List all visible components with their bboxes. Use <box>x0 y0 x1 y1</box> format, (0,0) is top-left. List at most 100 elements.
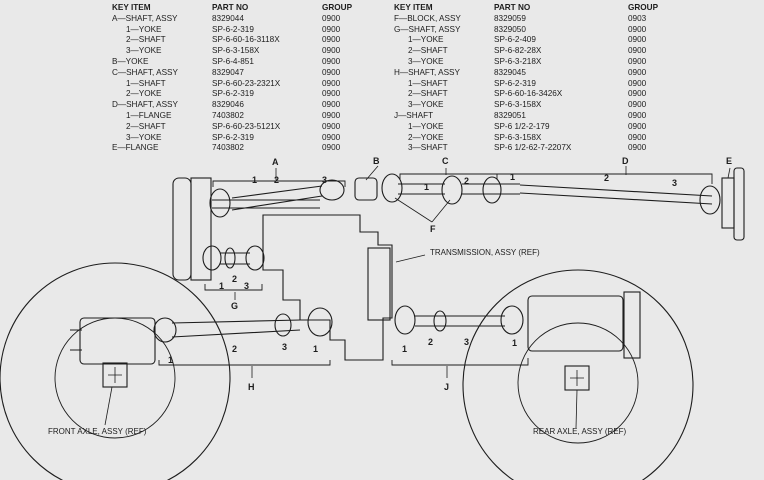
row-part-no: SP-6-2-319 <box>212 24 254 34</box>
callout-num: 3 <box>282 342 287 352</box>
row-part-no: SP-6-2-409 <box>494 35 536 45</box>
callout-num: 1 <box>402 344 407 354</box>
callout-num: 1 <box>313 344 318 354</box>
callout-num: 3 <box>322 175 327 185</box>
callout-A: A <box>272 157 279 167</box>
callout-num: 3 <box>672 178 677 188</box>
row-group: 0900 <box>322 35 341 45</box>
row-item: C—SHAFT, ASSY <box>112 67 178 77</box>
row-item: 1—YOKE <box>408 121 444 131</box>
callout-num: 2 <box>232 344 237 354</box>
row-part-no: 8329045 <box>494 67 526 77</box>
rear-wheel-outline <box>462 269 694 480</box>
row-group: 0900 <box>322 24 341 34</box>
row-group: 0900 <box>322 121 341 131</box>
row-group: 0900 <box>322 78 341 88</box>
row-item: 2—SHAFT <box>408 46 448 56</box>
row-group: 0900 <box>628 89 647 99</box>
callout-num: 1 <box>424 182 429 192</box>
row-group: 0900 <box>322 143 341 153</box>
row-group: 0900 <box>628 67 647 77</box>
callout-E: E <box>726 156 732 166</box>
row-group: 0900 <box>628 24 647 34</box>
row-group: 0900 <box>322 13 341 23</box>
row-part-no: SP-6-60-16-3426X <box>494 89 563 99</box>
front-tire-side <box>190 177 212 281</box>
header-key-item: KEY ITEM <box>112 3 151 12</box>
row-part-no: SP-6-3-158X <box>494 132 542 142</box>
row-item: 1—SHAFT <box>408 78 448 88</box>
row-part-no: SP-6-2-319 <box>494 78 536 88</box>
parts-list-row: 3—YOKE SP-6-3-218X 0900 <box>394 57 654 68</box>
row-part-no: SP-6-60-23-2321X <box>212 78 281 88</box>
row-item: A—SHAFT, ASSY <box>112 13 178 23</box>
row-part-no: SP-6-3-218X <box>494 56 542 66</box>
callout-num: 2 <box>232 274 237 284</box>
row-part-no: SP-6-60-23-5121X <box>212 121 281 131</box>
row-part-no: SP-6-4-851 <box>212 56 254 66</box>
row-item: J—SHAFT <box>394 110 434 120</box>
rear-axle-end <box>623 291 641 359</box>
row-item: F—BLOCK, ASSY <box>394 13 461 23</box>
row-item: 3—SHAFT <box>408 143 448 153</box>
front-axle-center-box <box>102 362 128 388</box>
row-item: 3—YOKE <box>126 46 162 56</box>
row-group: 0900 <box>628 143 647 153</box>
row-group: 0900 <box>628 35 647 45</box>
row-group: 0900 <box>628 46 647 56</box>
row-group: 0900 <box>322 67 341 77</box>
transmission-block <box>367 247 391 321</box>
callout-B: B <box>373 156 380 166</box>
row-item: 3—YOKE <box>408 56 444 66</box>
front-axle-label: FRONT AXLE, ASSY (REF) <box>48 427 147 436</box>
row-item: 3—YOKE <box>126 132 162 142</box>
row-item: B—YOKE <box>112 56 149 66</box>
header-key-item: KEY ITEM <box>394 3 433 12</box>
header-group: GROUP <box>628 3 659 12</box>
row-group: 0900 <box>322 110 341 120</box>
callout-num: 2 <box>274 175 279 185</box>
rear-differential <box>527 295 624 352</box>
row-group: 0900 <box>628 110 647 120</box>
row-group: 0900 <box>322 56 341 66</box>
row-group: 0900 <box>628 121 647 131</box>
row-group: 0900 <box>322 89 341 99</box>
callout-num: 3 <box>464 337 469 347</box>
row-item: G—SHAFT, ASSY <box>394 24 461 34</box>
header-group: GROUP <box>322 3 353 12</box>
row-item: 1—FLANGE <box>126 110 172 120</box>
row-group: 0900 <box>628 56 647 66</box>
row-part-no: SP-6-60-16-3118X <box>212 35 280 45</box>
header-part-no: PART NO <box>494 3 531 12</box>
row-part-no: SP-6-3-158X <box>494 100 542 110</box>
callout-num: 1 <box>512 338 517 348</box>
callout-G: G <box>231 301 238 311</box>
callout-J: J <box>444 382 449 392</box>
transfer-case-outline <box>262 214 393 361</box>
row-item: 2—YOKE <box>408 132 444 142</box>
row-group: 0903 <box>628 13 647 23</box>
callout-num: 1 <box>219 281 224 291</box>
callout-C: C <box>442 156 449 166</box>
row-part-no: SP-6-2-319 <box>212 132 254 142</box>
